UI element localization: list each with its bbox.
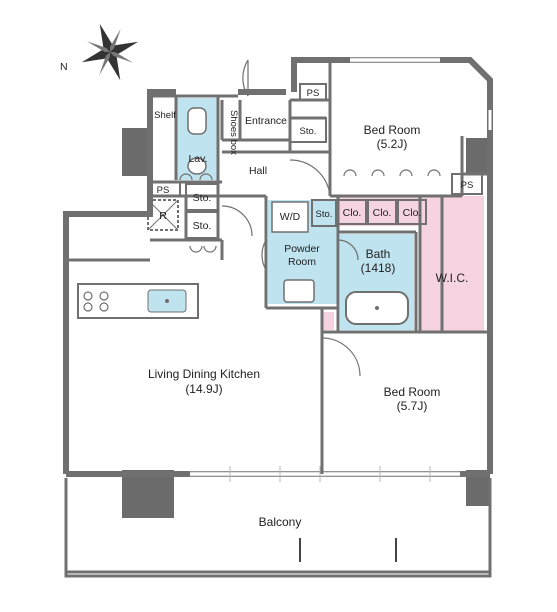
wd-label: W/D xyxy=(280,211,301,223)
sto-powder-label: Sto. xyxy=(316,209,333,220)
hall-label: Hall xyxy=(249,165,267,177)
clo2-label: Clo. xyxy=(373,207,392,219)
bedroom2-name: Bed Room xyxy=(384,385,441,399)
sto-entrance-label: Sto. xyxy=(300,126,317,137)
wic-label: W.I.C. xyxy=(436,271,469,285)
lavatory-fixtures xyxy=(187,107,207,175)
stove xyxy=(83,291,109,312)
bedroom2-size: (5.7J) xyxy=(397,399,428,413)
pillar-right xyxy=(466,138,490,174)
doors xyxy=(179,59,441,377)
compass-rose xyxy=(81,23,139,81)
ldk-size: (14.9J) xyxy=(185,382,222,396)
powder-room-line1: Powder xyxy=(284,243,320,255)
balcony-markers xyxy=(299,538,397,562)
interior-walls xyxy=(66,60,490,474)
powder-fixtures xyxy=(271,201,315,303)
sto-lav1-label: Sto. xyxy=(193,192,212,204)
service-boxes xyxy=(149,83,483,239)
bedroom1-size: (5.2J) xyxy=(377,137,408,151)
laundry-slot xyxy=(322,312,334,330)
refrigerator-label: R xyxy=(159,210,167,222)
kitchen-counter xyxy=(77,283,199,319)
windows xyxy=(190,58,492,476)
window-frames xyxy=(190,57,460,482)
clo3-label: Clo. xyxy=(403,207,422,219)
lav-label: Lav. xyxy=(188,153,207,165)
powder-room-line2: Room xyxy=(288,256,316,268)
ps-left-label: PS xyxy=(157,185,170,196)
bath-size: (1418) xyxy=(361,261,396,275)
clo1-label: Clo. xyxy=(343,207,362,219)
bedroom1-name: Bed Room xyxy=(364,123,421,137)
bath-name: Bath xyxy=(366,247,391,261)
ps-right-label: PS xyxy=(461,180,474,191)
wic-area xyxy=(420,196,484,332)
pillar-balcony-left xyxy=(122,470,174,518)
entrance-label: Entrance xyxy=(245,115,287,127)
ldk-name: Living Dining Kitchen xyxy=(148,367,260,381)
refrigerator xyxy=(147,199,179,231)
balcony-name: Balcony xyxy=(259,515,302,529)
balcony-outline xyxy=(64,478,492,578)
compass-north-label: N xyxy=(60,61,68,73)
ps-top-label: PS xyxy=(307,88,320,99)
shelf-label: Shelf xyxy=(154,110,176,121)
sto-lav2-label: Sto. xyxy=(193,220,212,232)
shoes-box-label: Shoes box xyxy=(228,110,239,155)
